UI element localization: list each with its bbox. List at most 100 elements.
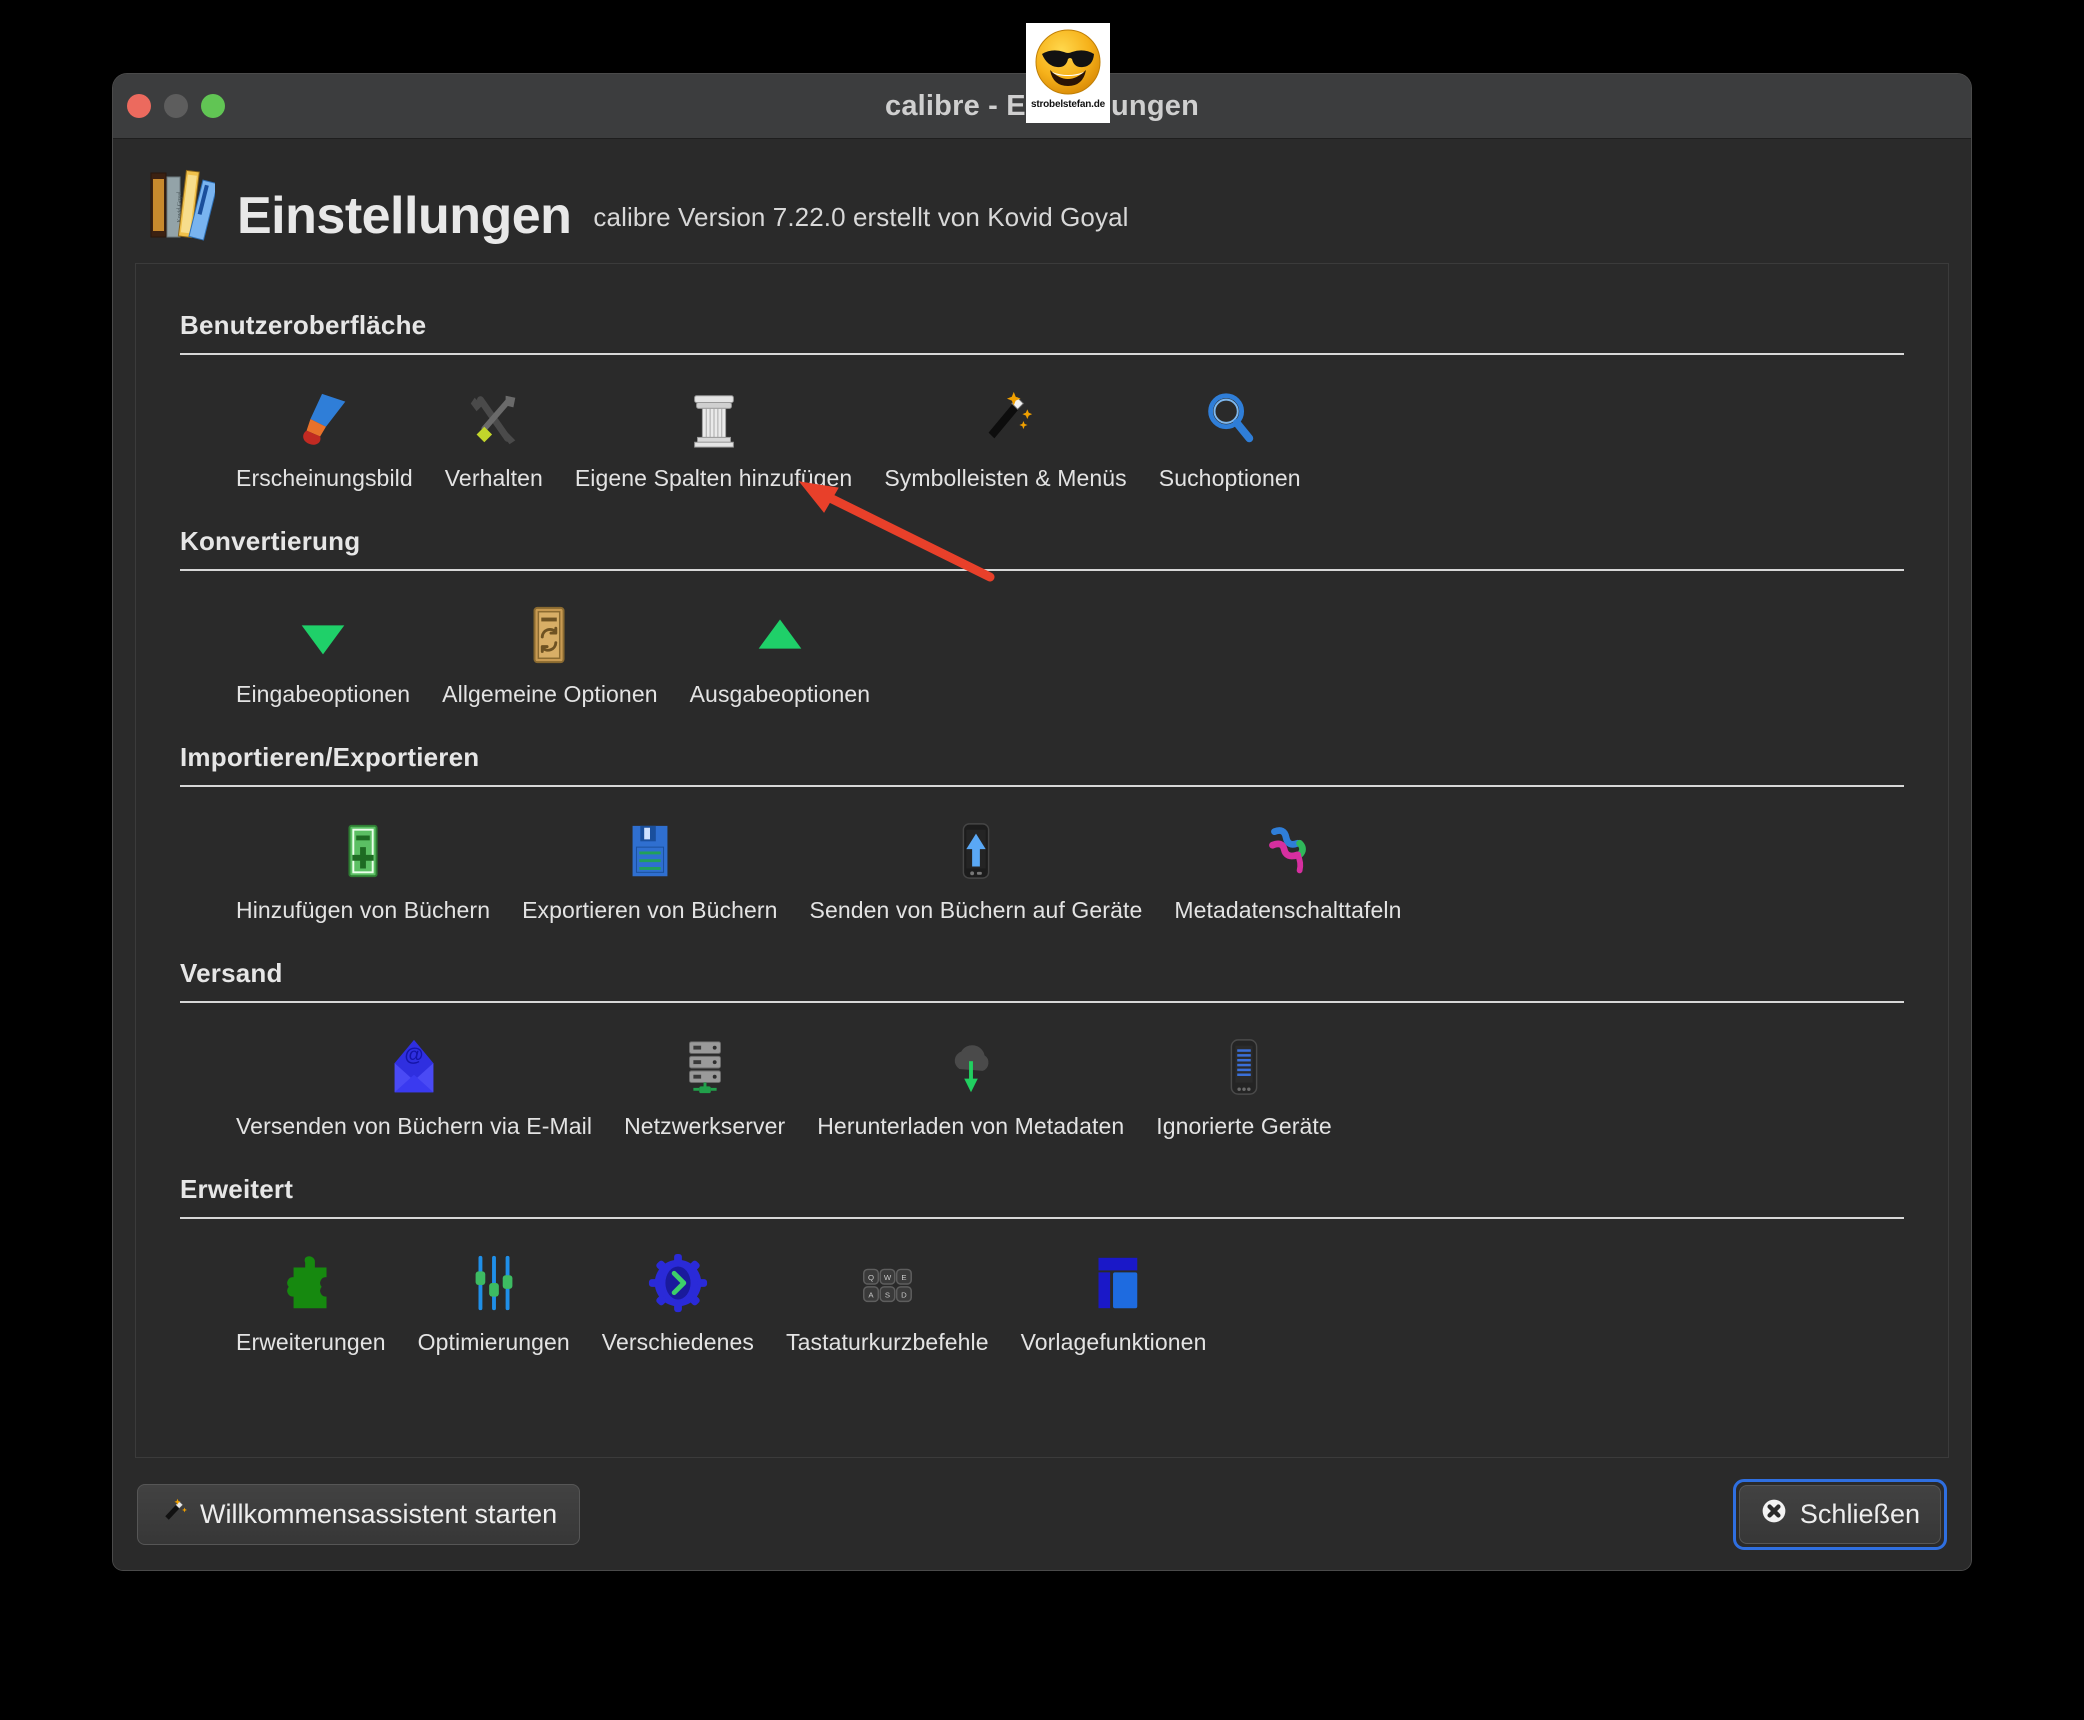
tile-symbolleisten-menues[interactable]: Symbolleisten & Menüs [868,379,1142,496]
tile-versenden-von-buechern-via-email[interactable]: @ Versenden von Büchern via E-Mail [220,1027,608,1144]
welcome-wizard-button[interactable]: Willkommensassistent starten [137,1483,581,1545]
tile-row: Eingabeoptionen Allgemei [180,581,1904,720]
svg-text:@: @ [405,1044,424,1066]
dialog-button-bar: Willkommensassistent starten Schließen [113,1458,1971,1570]
calibre-preferences-window: calibre - Einstellungen CALIBRE Kovid Go… [113,74,1971,1570]
close-dialog-button[interactable]: Schließen [1738,1484,1941,1544]
section-divider [180,1001,1904,1003]
tile-label: Herunterladen von Metadaten [817,1113,1125,1139]
tile-herunterladen-von-metadaten[interactable]: Herunterladen von Metadaten [801,1027,1140,1144]
tile-label: Tastaturkurzbefehle [785,1329,989,1355]
tile-hinzufuegen-von-buechern[interactable]: Hinzufügen von Büchern [220,811,506,928]
key-w: W [884,1273,892,1282]
column-icon [680,385,748,453]
close-circle-icon [1760,1497,1788,1532]
tile-label: Verschiedenes [601,1329,754,1355]
tile-label: Optimierungen [417,1329,570,1355]
minimize-window-button[interactable] [164,94,188,118]
tile-suchoptionen[interactable]: Suchoptionen [1143,379,1317,496]
tile-verschiedenes[interactable]: Verschiedenes [586,1243,770,1360]
tile-label: Eingabeoptionen [236,681,411,707]
add-book-icon [329,817,397,885]
key-e: E [902,1273,907,1282]
section-versand: Versand @ Versenden von Büchern via [180,958,1904,1152]
key-d: D [901,1291,907,1300]
tile-eingabeoptionen[interactable]: Eingabeoptionen [220,595,426,712]
tile-label: Eigene Spalten hinzufügen [574,465,853,491]
section-benutzeroberflaeche: Benutzeroberfläche Erscheinungsbild [180,310,1904,504]
watermark-badge: strobelstefan.de [1026,23,1110,123]
svg-text:Kovid Goyal: Kovid Goyal [177,191,183,222]
close-dialog-label: Schließen [1799,1498,1920,1529]
device-ignore-icon [1210,1033,1278,1101]
section-divider [180,1217,1904,1219]
section-divider [180,785,1904,787]
calibre-books-logo-icon: CALIBRE Kovid Goyal [149,167,219,241]
keyboard-keys-icon: Q W E A S D [853,1249,921,1317]
metadata-nodes-icon [1254,817,1322,885]
section-title: Importieren/Exportieren [180,742,480,772]
tile-netzwerkserver[interactable]: Netzwerkserver [608,1027,801,1144]
tile-label: Allgemeine Optionen [442,681,658,707]
tile-label: Symbolleisten & Menüs [884,465,1127,491]
puzzle-piece-icon [277,1249,345,1317]
tile-label: Ausgabeoptionen [689,681,871,707]
tile-label: Ignorierte Geräte [1156,1113,1332,1139]
tile-label: Hinzufügen von Büchern [236,897,491,923]
tile-label: Senden von Büchern auf Geräte [809,897,1143,923]
section-title: Versand [180,958,283,988]
tile-exportieren-von-buechern[interactable]: Exportieren von Büchern [506,811,793,928]
key-q: Q [868,1273,874,1282]
tile-senden-von-buechern-auf-geraete[interactable]: Senden von Büchern auf Geräte [794,811,1159,928]
tile-row: Hinzufügen von Büchern [180,797,1904,936]
page-title: Einstellungen [237,186,572,245]
cloud-download-icon [937,1033,1005,1101]
tile-label: Netzwerkserver [624,1113,786,1139]
sliders-icon [460,1249,528,1317]
tile-eigene-spalten-hinzufuegen[interactable]: Eigene Spalten hinzufügen [559,379,868,496]
section-title: Benutzeroberfläche [180,310,427,340]
section-divider [180,569,1904,571]
tile-erweiterungen[interactable]: Erweiterungen [220,1243,402,1360]
tile-vorlagefunktionen[interactable]: Vorlagefunktionen [1005,1243,1223,1360]
email-envelope-icon: @ [380,1033,448,1101]
zoom-window-button[interactable] [201,94,225,118]
traffic-light-buttons [127,74,225,138]
phone-upload-icon [942,817,1010,885]
tile-label: Vorlagefunktionen [1020,1329,1207,1355]
tile-label: Metadatenschalttafeln [1174,897,1402,923]
tile-allgemeine-optionen[interactable]: Allgemeine Optionen [426,595,673,712]
tile-erscheinungsbild[interactable]: Erscheinungsbild [220,379,429,496]
tile-verhalten[interactable]: Verhalten [429,379,559,496]
sunglasses-smiley-emoji [1035,29,1101,95]
key-a: A [869,1291,875,1300]
tools-icon [460,385,528,453]
up-triangle-icon [746,601,814,669]
section-konvertierung: Konvertierung Eingabeoptionen [180,526,1904,720]
section-importieren-exportieren: Importieren/Exportieren Hinzufügen [180,742,1904,936]
tile-label: Versenden von Büchern via E-Mail [236,1113,593,1139]
close-button-focus-ring: Schließen [1732,1478,1947,1550]
close-window-button[interactable] [127,94,151,118]
tile-tastaturkurzbefehle[interactable]: Q W E A S D Tastaturkurzbefehle [770,1243,1005,1360]
gear-chevron-icon [644,1249,712,1317]
section-title: Konvertierung [180,526,361,556]
tile-ignorierte-geraete[interactable]: Ignorierte Geräte [1140,1027,1348,1144]
book-convert-icon [516,601,584,669]
tile-label: Verhalten [444,465,543,491]
tile-ausgabeoptionen[interactable]: Ausgabeoptionen [674,595,887,712]
magic-wand-icon [160,1497,188,1532]
tile-label: Suchoptionen [1158,465,1301,491]
paintbrush-icon [290,385,358,453]
preferences-panel[interactable]: Benutzeroberfläche Erscheinungsbild [135,263,1949,1458]
tile-label: Erweiterungen [236,1329,386,1355]
floppy-save-icon [616,817,684,885]
tile-optimierungen[interactable]: Optimierungen [402,1243,586,1360]
magnifier-icon [1196,385,1264,453]
tile-row: Erweiterungen [180,1229,1904,1368]
section-divider [180,353,1904,355]
welcome-wizard-label: Willkommensassistent starten [200,1498,558,1529]
server-rack-icon [671,1033,739,1101]
tile-row: Erscheinungsbild [180,365,1904,504]
tile-metadatenschalttafeln[interactable]: Metadatenschalttafeln [1158,811,1417,928]
